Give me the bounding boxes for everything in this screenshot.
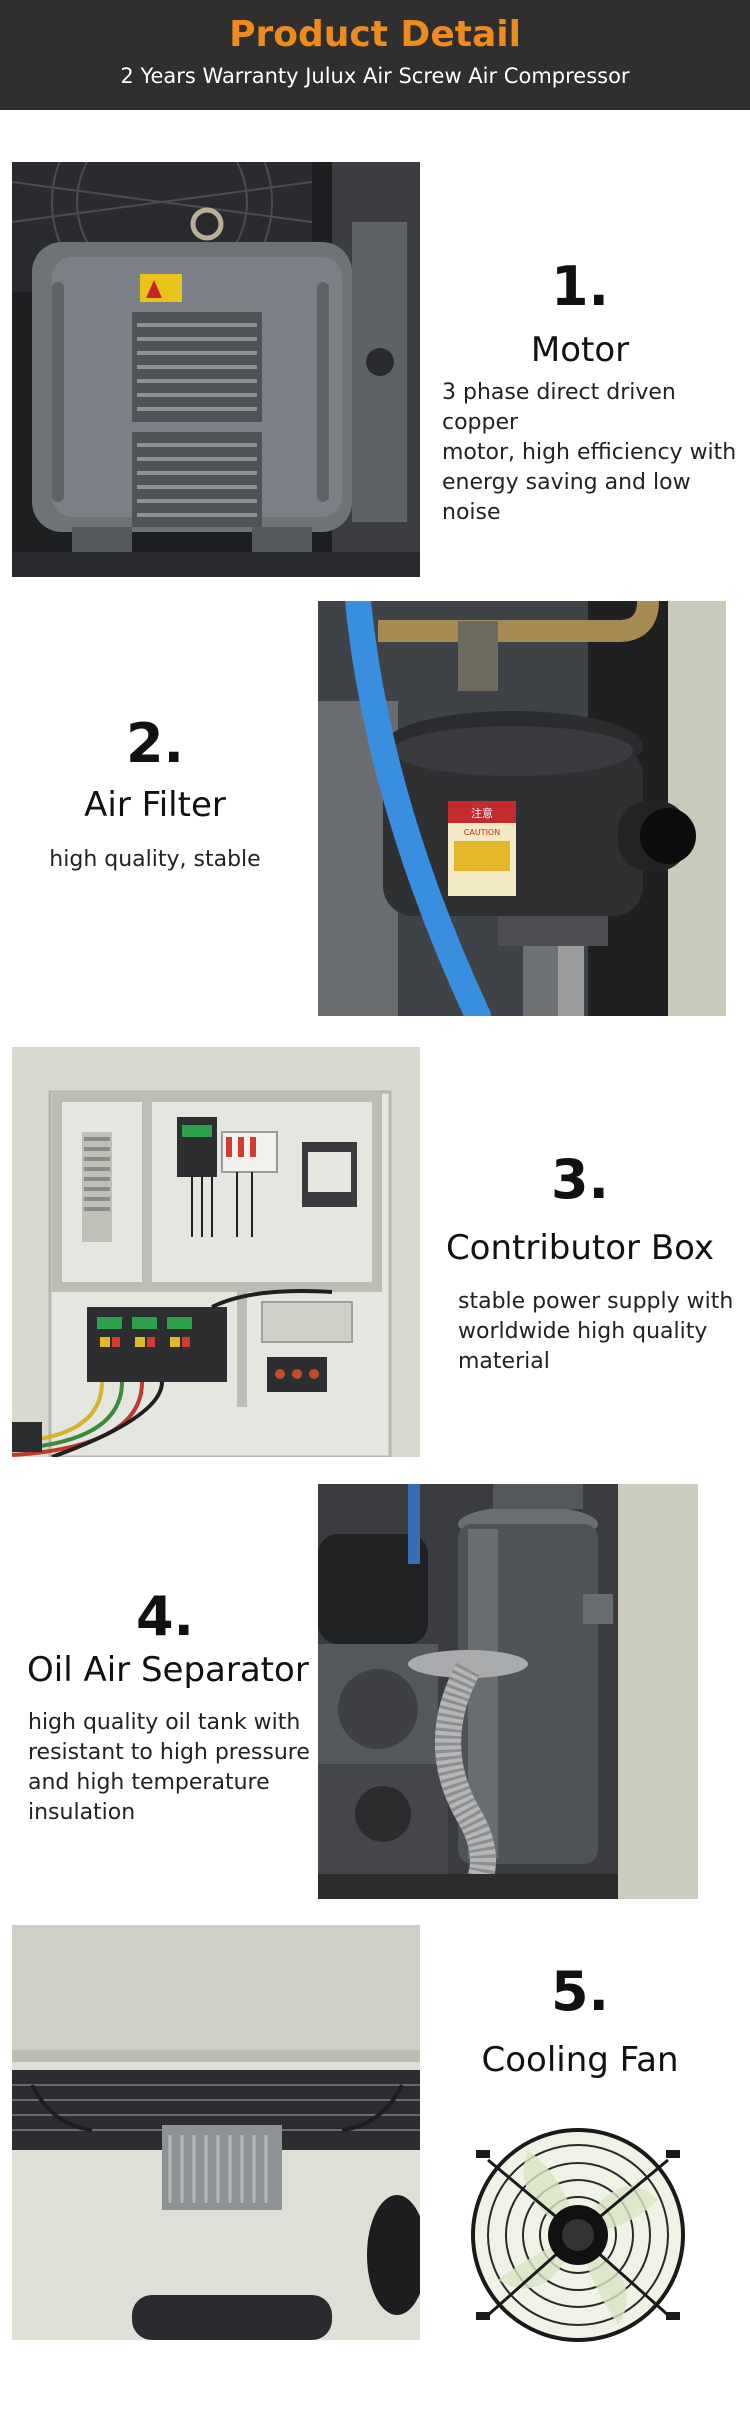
oil-separator-image: [318, 1484, 698, 1899]
section-4-number: 4.: [135, 1585, 195, 1648]
control-box-image: [12, 1047, 420, 1457]
section-2-title: Air Filter: [84, 785, 226, 825]
section-5-number: 5.: [550, 1960, 610, 2023]
air-filter-image: 注意 CAUTION: [318, 601, 726, 1016]
cooling-fan-image: [12, 1925, 420, 2340]
motor-image: [12, 162, 420, 577]
section-3-number: 3.: [550, 1148, 610, 1211]
section-1-number: 1.: [550, 255, 610, 318]
caution-label-en: CAUTION: [464, 828, 500, 837]
page-title: Product Detail: [229, 14, 521, 55]
section-4-title: Oil Air Separator: [27, 1650, 309, 1690]
section-4-desc: high quality oil tank with resistant to …: [28, 1710, 310, 1825]
page-subtitle: 2 Years Warranty Julux Air Screw Air Com…: [120, 64, 630, 88]
caution-label-cn: 注意: [471, 806, 493, 820]
section-3-desc: stable power supply with worldwide high …: [458, 1289, 734, 1374]
section-2-number: 2.: [125, 712, 185, 775]
section-1-title: Motor: [530, 330, 630, 370]
section-2-desc: high quality, stable: [49, 847, 261, 872]
section-1-desc: 3 phase direct driven copper motor, high…: [442, 380, 737, 525]
fan-guard-image: [468, 2120, 688, 2350]
section-5-title: Cooling Fan: [481, 2040, 679, 2080]
header-banner: [0, 0, 750, 110]
section-3-title: Contributor Box: [445, 1228, 715, 1268]
